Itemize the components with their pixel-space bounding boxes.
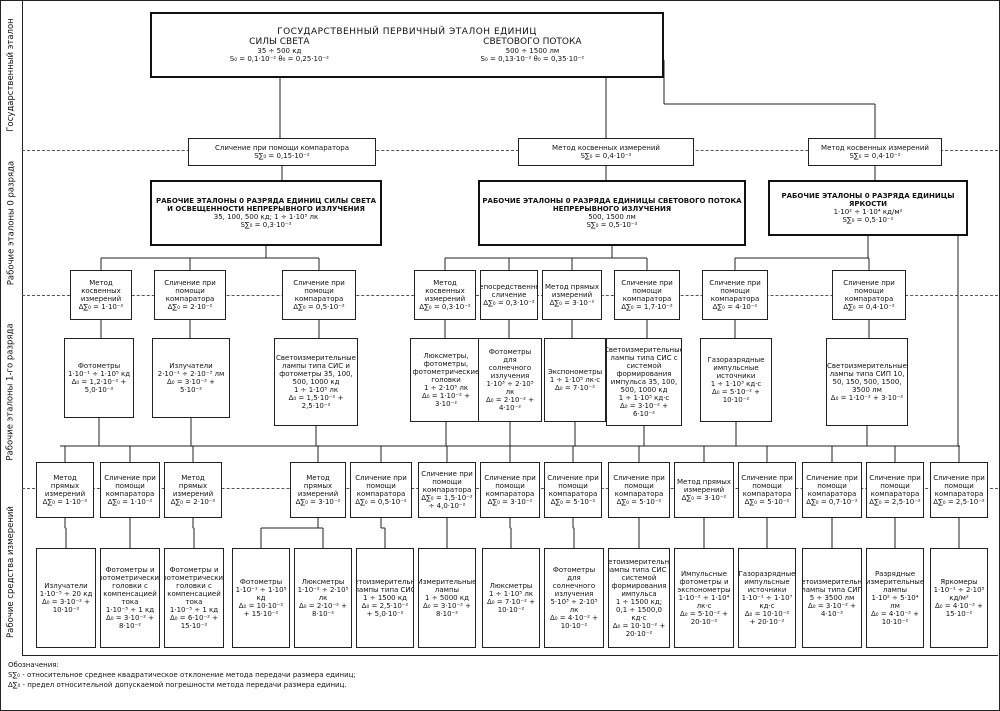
legend-s-definition: S∑₀ - относительное среднее квадратическ… [8,671,356,680]
measuring-instrument: Светоизмерительные лампы типа СИС1 ÷ 150… [356,548,414,648]
legend-delta-definition: Δ∑₀ - предел относительной допускаемой п… [8,681,347,690]
root-left: СИЛЫ СВЕТА 35 ÷ 500 кд S₀ = 0,1·10⁻² θ₀ … [229,36,329,64]
working-etalon-level1: Светоизмерительные лампы типа СИП 10, 50… [826,338,908,426]
root-state-etalon: ГОСУДАРСТВЕННЫЙ ПЕРВИЧНЫЙ ЭТАЛОН ЕДИНИЦ … [150,12,664,78]
working-etalon-level1: Светоизмерительные лампы типа СИС и фото… [274,338,358,426]
working-etalon-level0: РАБОЧИЕ ЭТАЛОНЫ 0 РАЗРЯДА ЕДИНИЦЫ ЯРКОСТ… [768,180,968,236]
legend: Обозначения: S∑₀ - относительное среднее… [8,660,356,690]
working-etalon-level1: Светоизмерительные лампы типа СИС с сист… [606,338,682,426]
legend-separator [22,655,998,656]
level-column: Государственный эталон Рабочие эталоны 0… [0,0,23,655]
measuring-instrument: Фотометры и фотометрические головки с ко… [100,548,160,648]
legend-title: Обозначения: [8,661,59,669]
root-right: СВЕТОВОГО ПОТОКА 500 ÷ 1500 лм S₀ = 0,13… [480,36,585,64]
working-etalon-level0: РАБОЧИЕ ЭТАЛОНЫ 0 РАЗРЯДА ЕДИНИЦ СИЛЫ СВ… [150,180,382,246]
working-etalon-level1: Люксметры, фотометры, фотометрические го… [410,338,482,422]
working-etalon-level0: РАБОЧИЕ ЭТАЛОНЫ 0 РАЗРЯДА ЕДИНИЦЫ СВЕТОВ… [478,180,746,246]
measuring-instrument: Светоизмерительные лампы типа СИС с сист… [608,548,670,648]
measuring-instrument: Фотометры и фотометрические головки с ко… [164,548,224,648]
level-separator [22,150,998,151]
root-columns: СИЛЫ СВЕТА 35 ÷ 500 кд S₀ = 0,1·10⁻² θ₀ … [154,37,660,63]
